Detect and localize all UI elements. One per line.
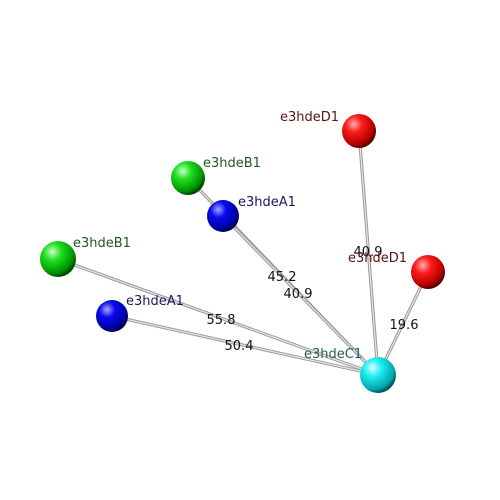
distance-line [376, 271, 430, 376]
atom-label: e3hdeB1 [73, 236, 131, 251]
atom-label: e3hdeA1 [238, 195, 296, 210]
distance-labels: 40.9 19.6 45.2 40.9 55.8 50.4 [207, 245, 419, 354]
atom-sphere-c [360, 357, 396, 393]
distance-line [357, 130, 380, 376]
distance-label: 40.9 [354, 245, 383, 260]
atom-labels: e3hdeD1 e3hdeB1 e3hdeA1 e3hdeB1 e3hdeD1 e3hde… [73, 110, 407, 362]
distance-label: 45.2 [268, 270, 297, 285]
atom-label: e3hdeC1 [304, 347, 362, 362]
distance-line [221, 214, 380, 377]
atom-sphere-d [342, 114, 376, 148]
atoms [40, 114, 445, 393]
distance-line [57, 257, 379, 377]
distance-line [111, 314, 379, 377]
distance-label: 55.8 [207, 313, 236, 328]
atom-label: e3hdeD1 [348, 251, 407, 266]
distance-label: 19.6 [390, 318, 419, 333]
atom-label: e3hdeB1 [203, 156, 261, 171]
distance-label: 40.9 [284, 287, 313, 302]
atom-sphere-a [96, 300, 128, 332]
atom-label: e3hdeA1 [126, 294, 184, 309]
atom-sphere-b [40, 241, 76, 277]
atom-sphere-b [171, 161, 205, 195]
atom-sphere-d [411, 255, 445, 289]
atom-label: e3hdeD1 [280, 110, 339, 125]
atom-sphere-a [207, 200, 239, 232]
distance-label: 50.4 [225, 339, 254, 354]
